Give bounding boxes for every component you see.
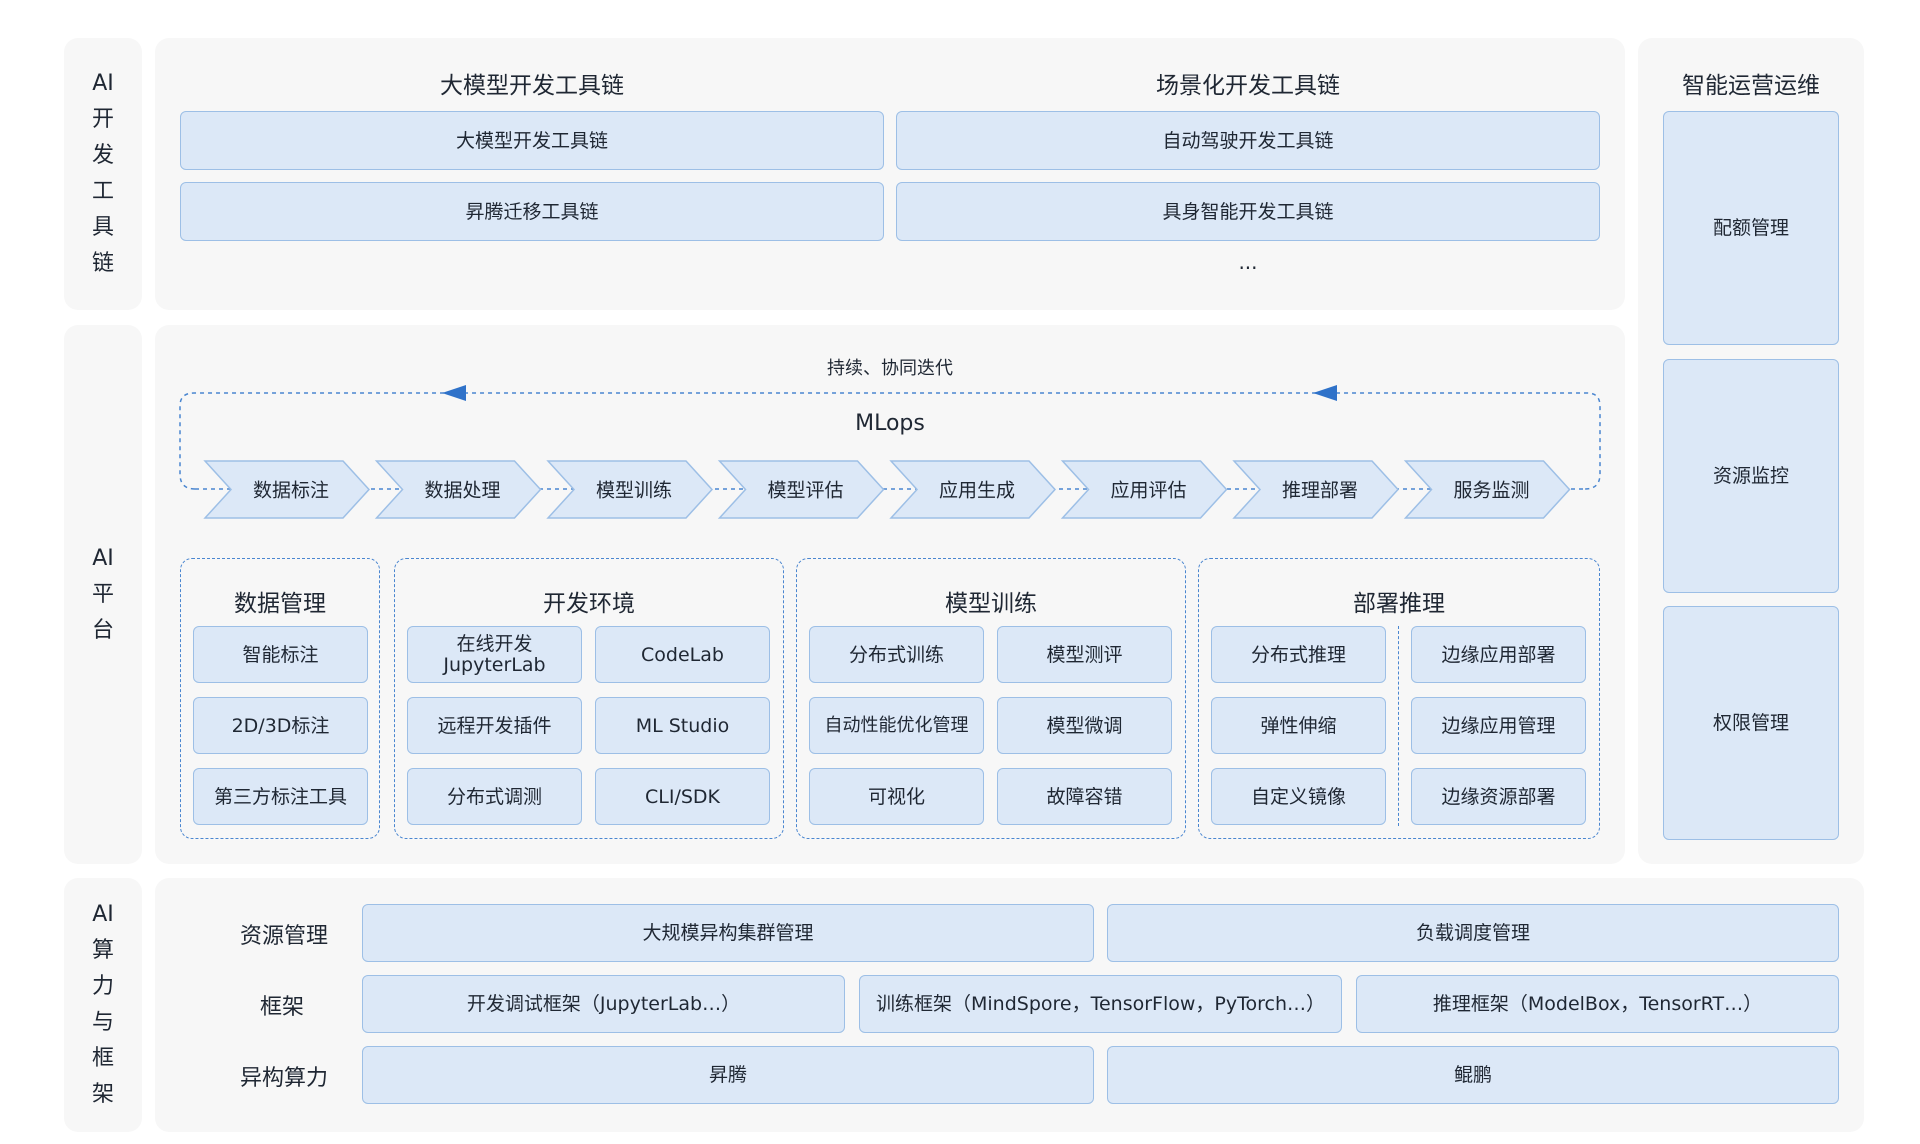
devtools-main-panel [155,38,1625,310]
model-finetune-box[interactable]: 模型微调 [997,697,1172,754]
pipeline-step[interactable]: 模型评估 [717,460,885,519]
auto-perf-opt-box[interactable]: 自动性能优化管理 [809,697,984,754]
pipeline-step-label: 数据标注 [253,480,329,502]
edge-app-manage-box[interactable]: 边缘应用管理 [1411,697,1586,754]
cli-sdk-box[interactable]: CLI/SDK [595,768,770,825]
pipeline-step-label: 推理部署 [1282,480,1358,502]
mlops-loop-path [179,392,1601,490]
pipeline-step[interactable]: 服务监测 [1403,460,1571,519]
compute-side-label: AI算力与框架 [91,902,114,1107]
pipeline-step[interactable]: 数据标注 [203,460,371,519]
pipeline-step-label: 服务监测 [1453,480,1529,502]
custom-image-box[interactable]: 自定义镜像 [1211,768,1386,825]
pipeline-step-shape [1060,460,1228,519]
framework-label: 框架 [259,995,304,1020]
loop-arrow-right [1313,385,1337,401]
mlops-title: MLops [855,411,925,436]
quota-management-box[interactable]: 配额管理 [1663,111,1839,345]
hetero-compute-label: 异构算力 [239,1066,328,1091]
pipeline-step[interactable]: 模型训练 [546,460,714,519]
pipeline-step-shape [546,460,714,519]
pipeline-step-label: 模型训练 [596,480,672,502]
dev-env-title: 开发环境 [543,591,635,617]
pipeline-step-label: 数据处理 [424,480,500,502]
ascend-migration-box[interactable]: 昇腾迁移工具链 [180,182,884,241]
ml-studio-box[interactable]: ML Studio [595,697,770,754]
cluster-management-box[interactable]: 大规模异构集群管理 [362,904,1094,962]
resource-monitor-box[interactable]: 资源监控 [1663,359,1839,593]
kunpeng-box[interactable]: 鲲鹏 [1107,1046,1839,1104]
model-training-group [796,558,1186,839]
permission-management-box[interactable]: 权限管理 [1663,606,1839,840]
pipeline-step-label: 应用生成 [939,480,1015,502]
edge-app-deploy-box[interactable]: 边缘应用部署 [1411,626,1586,683]
edge-resource-deploy-box[interactable]: 边缘资源部署 [1411,768,1586,825]
platform-side-panel [64,325,142,864]
resource-mgmt-label: 资源管理 [239,924,328,949]
devtools-side-label: AI开发工具链 [91,71,114,276]
pipeline-step-shape [374,460,542,519]
distributed-inference-box[interactable]: 分布式推理 [1211,626,1386,683]
iteration-caption: 持续、协同迭代 [827,358,953,379]
deploy-inference-group [1198,558,1600,839]
pipeline-step-shape [1403,460,1571,519]
deploy-inference-title: 部署推理 [1353,591,1445,617]
ops-title: 智能运营运维 [1682,73,1820,99]
loop-arrow-left [442,385,466,401]
deploy-divider [1398,626,1399,826]
pipeline-step-shape [889,460,1057,519]
pipeline-step[interactable]: 应用评估 [1060,460,1228,519]
data-management-title: 数据管理 [234,591,326,617]
pipeline-step-shape [1232,460,1400,519]
devtools-side-panel [64,38,142,310]
pipeline-layer: 数据标注 数据处理 模型训练 模型评估 应用生成 应用评估 推理部署 服务监测 [195,460,1585,519]
remote-dev-plugin-box[interactable]: 远程开发插件 [407,697,582,754]
distributed-debug-box[interactable]: 分布式调测 [407,768,582,825]
codelab-box[interactable]: CodeLab [595,626,770,683]
pipeline-step[interactable]: 应用生成 [889,460,1057,519]
autodrive-toolchain-box[interactable]: 自动驾驶开发工具链 [896,111,1600,170]
pipeline-step[interactable]: 数据处理 [374,460,542,519]
llm-toolchain-box[interactable]: 大模型开发工具链 [180,111,884,170]
pipeline-step[interactable]: 推理部署 [1232,460,1400,519]
model-eval-box[interactable]: 模型测评 [997,626,1172,683]
llm-toolchain-title: 大模型开发工具链 [440,73,624,99]
online-jupyterlab-box[interactable]: 在线开发 JupyterLab [407,626,582,683]
fault-tolerance-box[interactable]: 故障容错 [997,768,1172,825]
ascend-box[interactable]: 昇腾 [362,1046,1094,1104]
smart-label-box[interactable]: 智能标注 [193,626,368,683]
pipeline-step-shape [717,460,885,519]
training-framework-box[interactable]: 训练框架（MindSpore，TensorFlow，PyTorch…） [859,975,1342,1033]
third-party-label-box[interactable]: 第三方标注工具 [193,768,368,825]
inference-framework-box[interactable]: 推理框架（ModelBox，TensorRT…） [1356,975,1839,1033]
platform-side-label: AI平台 [91,545,114,643]
pipeline-step-label: 应用评估 [1110,480,1186,502]
data-management-group [180,558,380,839]
more-ellipsis: ··· [1238,256,1258,280]
2d3d-label-box[interactable]: 2D/3D标注 [193,697,368,754]
model-training-title: 模型训练 [945,591,1037,617]
compute-side-panel [64,878,142,1132]
visualization-box[interactable]: 可视化 [809,768,984,825]
pipeline-step-label: 模型评估 [767,480,843,502]
pipeline-step-shape [203,460,371,519]
load-scheduling-box[interactable]: 负载调度管理 [1107,904,1839,962]
embodied-ai-toolchain-box[interactable]: 具身智能开发工具链 [896,182,1600,241]
dev-env-group [394,558,784,839]
distributed-training-box[interactable]: 分布式训练 [809,626,984,683]
dev-debug-framework-box[interactable]: 开发调试框架（JupyterLab…） [362,975,845,1033]
scene-toolchain-title: 场景化开发工具链 [1156,73,1340,99]
elastic-scaling-box[interactable]: 弹性伸缩 [1211,697,1386,754]
